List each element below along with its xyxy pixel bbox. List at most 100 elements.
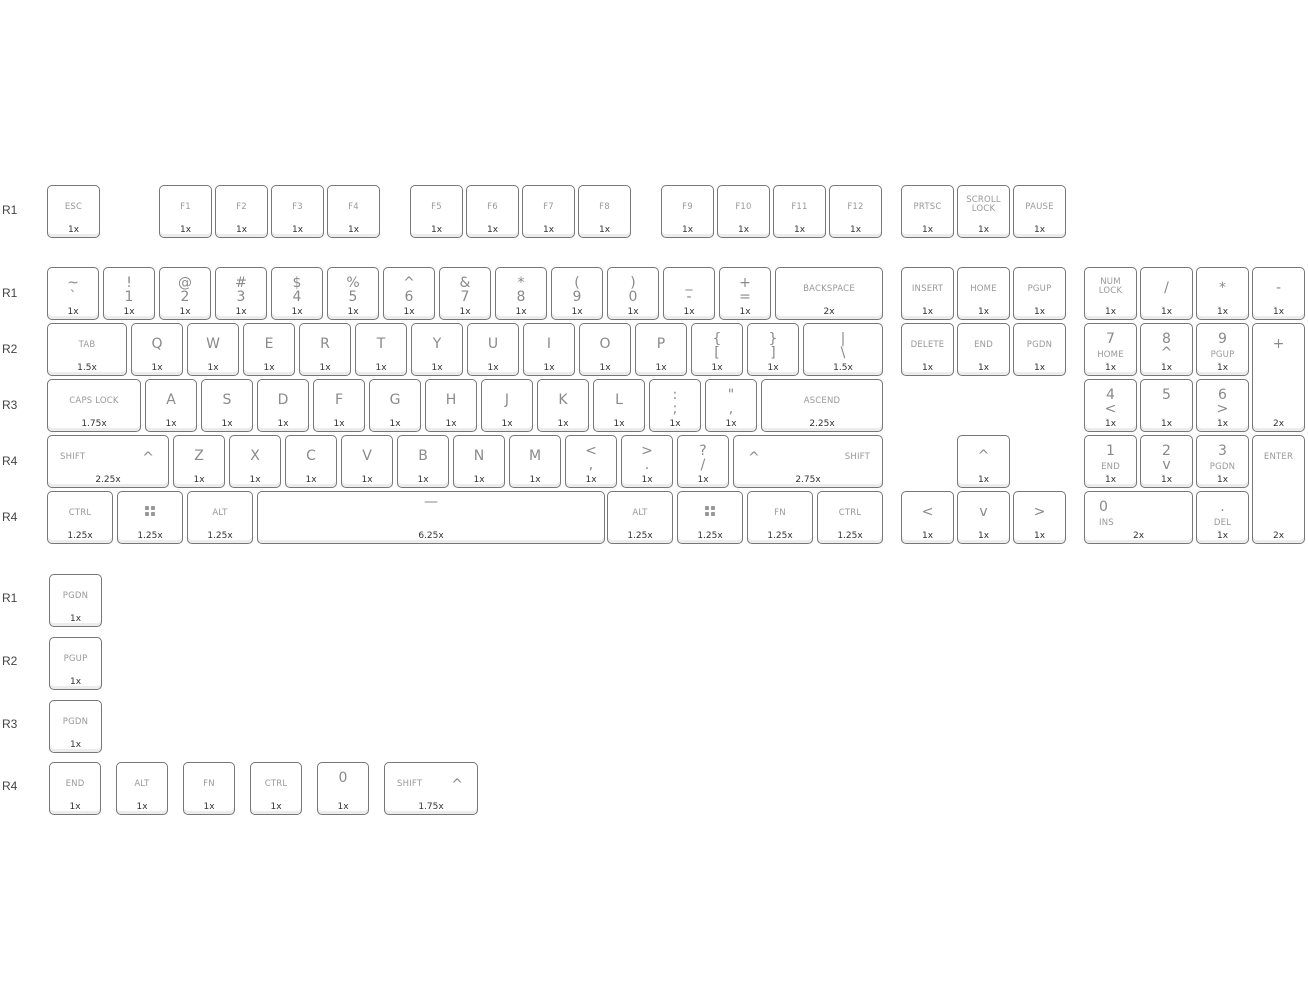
- keycap-key[interactable]: |\1.5x: [803, 323, 883, 376]
- keycap-key[interactable]: }]1x: [747, 323, 799, 376]
- keycap-key[interactable]: -1x: [1252, 267, 1305, 320]
- keycap-key[interactable]: +=1x: [719, 267, 771, 320]
- keycap-key[interactable]: {[1x: [691, 323, 743, 376]
- keycap-key[interactable]: <1x: [901, 491, 954, 544]
- keycap-key[interactable]: ",1x: [705, 379, 757, 432]
- keycap-key[interactable]: _-1x: [663, 267, 715, 320]
- keycap-key[interactable]: *1x: [1196, 267, 1249, 320]
- keycap-key[interactable]: <,1x: [565, 435, 617, 488]
- keycap-key[interactable]: >.1x: [621, 435, 673, 488]
- keycap-key[interactable]: ^1x: [957, 435, 1010, 488]
- keycap-6[interactable]: 6>1x: [1196, 379, 1249, 432]
- keycap-key[interactable]: :;1x: [649, 379, 701, 432]
- keycap-8[interactable]: 8^1x: [1140, 323, 1193, 376]
- keycap-key[interactable]: >1x: [1013, 491, 1066, 544]
- keycap-key[interactable]: ?/1x: [677, 435, 729, 488]
- keycap-windows[interactable]: 1.25x: [117, 491, 183, 544]
- keycap-key[interactable]: +2x: [1252, 323, 1305, 432]
- keycap-windows[interactable]: 1.25x: [677, 491, 743, 544]
- keycap-key[interactable]: /1x: [1140, 267, 1193, 320]
- keycap-key[interactable]: ~`1x: [47, 267, 99, 320]
